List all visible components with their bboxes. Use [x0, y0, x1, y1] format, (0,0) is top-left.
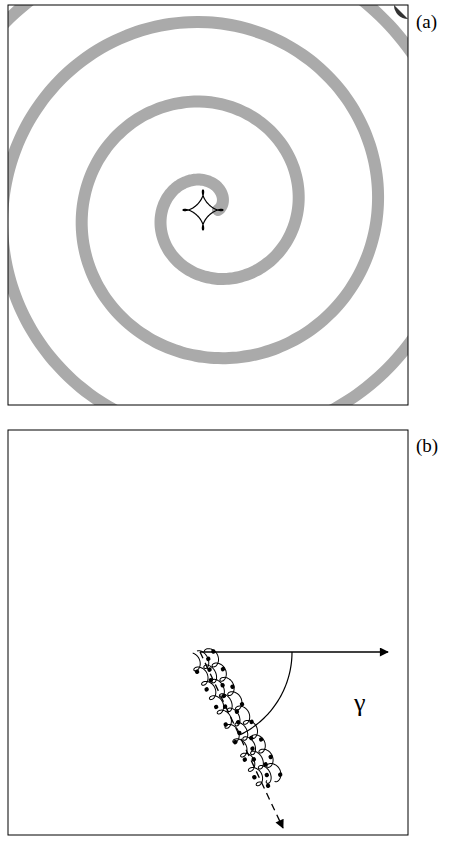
- corner-blob: [394, 5, 408, 19]
- filament: [186, 643, 285, 793]
- filament-dot: [277, 772, 283, 778]
- filament-dot: [242, 757, 248, 763]
- filament-dot: [263, 761, 269, 767]
- axis-arrow: [200, 652, 283, 828]
- filament-dot: [213, 704, 219, 710]
- panel-b-frame: [8, 430, 408, 835]
- panel-b-art: [186, 643, 388, 828]
- filament-dot: [223, 722, 229, 728]
- filament-dot: [235, 719, 241, 725]
- tip-trajectory: [183, 190, 223, 230]
- filament-strand: [204, 646, 284, 783]
- filament-dot: [265, 783, 271, 789]
- filament-dot: [258, 736, 264, 742]
- angle-label: γ: [352, 690, 368, 716]
- filament-dot: [194, 669, 200, 675]
- filament-dot: [239, 701, 245, 707]
- filament-dot: [264, 772, 270, 778]
- spiral-wave: [8, 5, 408, 405]
- panel-label: (b): [416, 436, 438, 455]
- horizontal-arrow: [200, 651, 388, 652]
- panel-a-frame: [8, 5, 408, 405]
- angle-arc: [240, 652, 292, 735]
- filament-dot: [204, 686, 210, 692]
- filament-dot: [234, 709, 240, 715]
- filament-dot: [268, 754, 274, 760]
- filament-dot: [249, 719, 255, 725]
- filament-dot: [251, 774, 257, 780]
- filament-dot: [232, 739, 238, 745]
- filament-dot: [220, 666, 226, 672]
- filament-dot: [250, 746, 256, 752]
- filament-dot: [230, 684, 236, 690]
- filament-dot: [220, 682, 226, 688]
- filament-dot: [248, 735, 254, 741]
- panel-label: (a): [416, 12, 437, 31]
- filament-dot: [205, 656, 211, 662]
- panel-a-art: [8, 5, 408, 405]
